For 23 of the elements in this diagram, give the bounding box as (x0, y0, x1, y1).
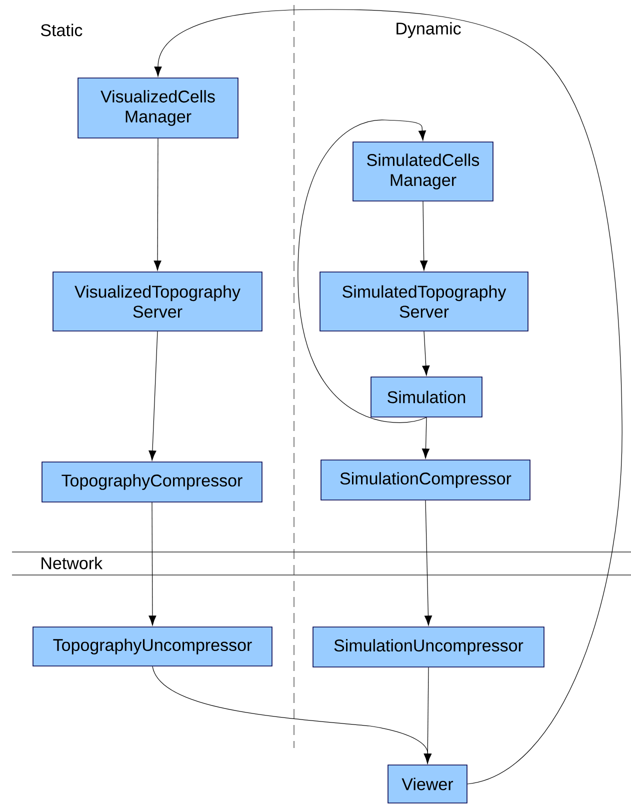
arrow (422, 331, 430, 376)
arrow (422, 417, 430, 459)
arrow (154, 9, 622, 784)
process-box: SimulatedTopography Server (320, 272, 528, 332)
arrow (424, 667, 432, 764)
section-label: Network (42, 556, 103, 570)
process-box: SimulationUncompressor (312, 626, 544, 668)
process-box: VisualizedTopography Server (52, 272, 262, 332)
process-box: SimulatedCells Manager (352, 142, 494, 202)
process-box: Simulation (370, 376, 482, 418)
process-box: TopographyCompressor (42, 462, 262, 502)
process-box: Viewer (388, 764, 468, 804)
process-box: TopographyUncompressor (32, 626, 272, 666)
section-label: Static (40, 24, 82, 36)
arrow (298, 120, 427, 423)
arrow (424, 500, 432, 626)
arrow (148, 331, 158, 461)
arrow (420, 201, 428, 271)
section-label: Dynamic (396, 22, 461, 38)
arrow (148, 502, 156, 626)
arrow (154, 138, 162, 271)
process-box: SimulationCompressor (320, 460, 530, 500)
process-box: VisualizedCells Manager (78, 78, 238, 138)
